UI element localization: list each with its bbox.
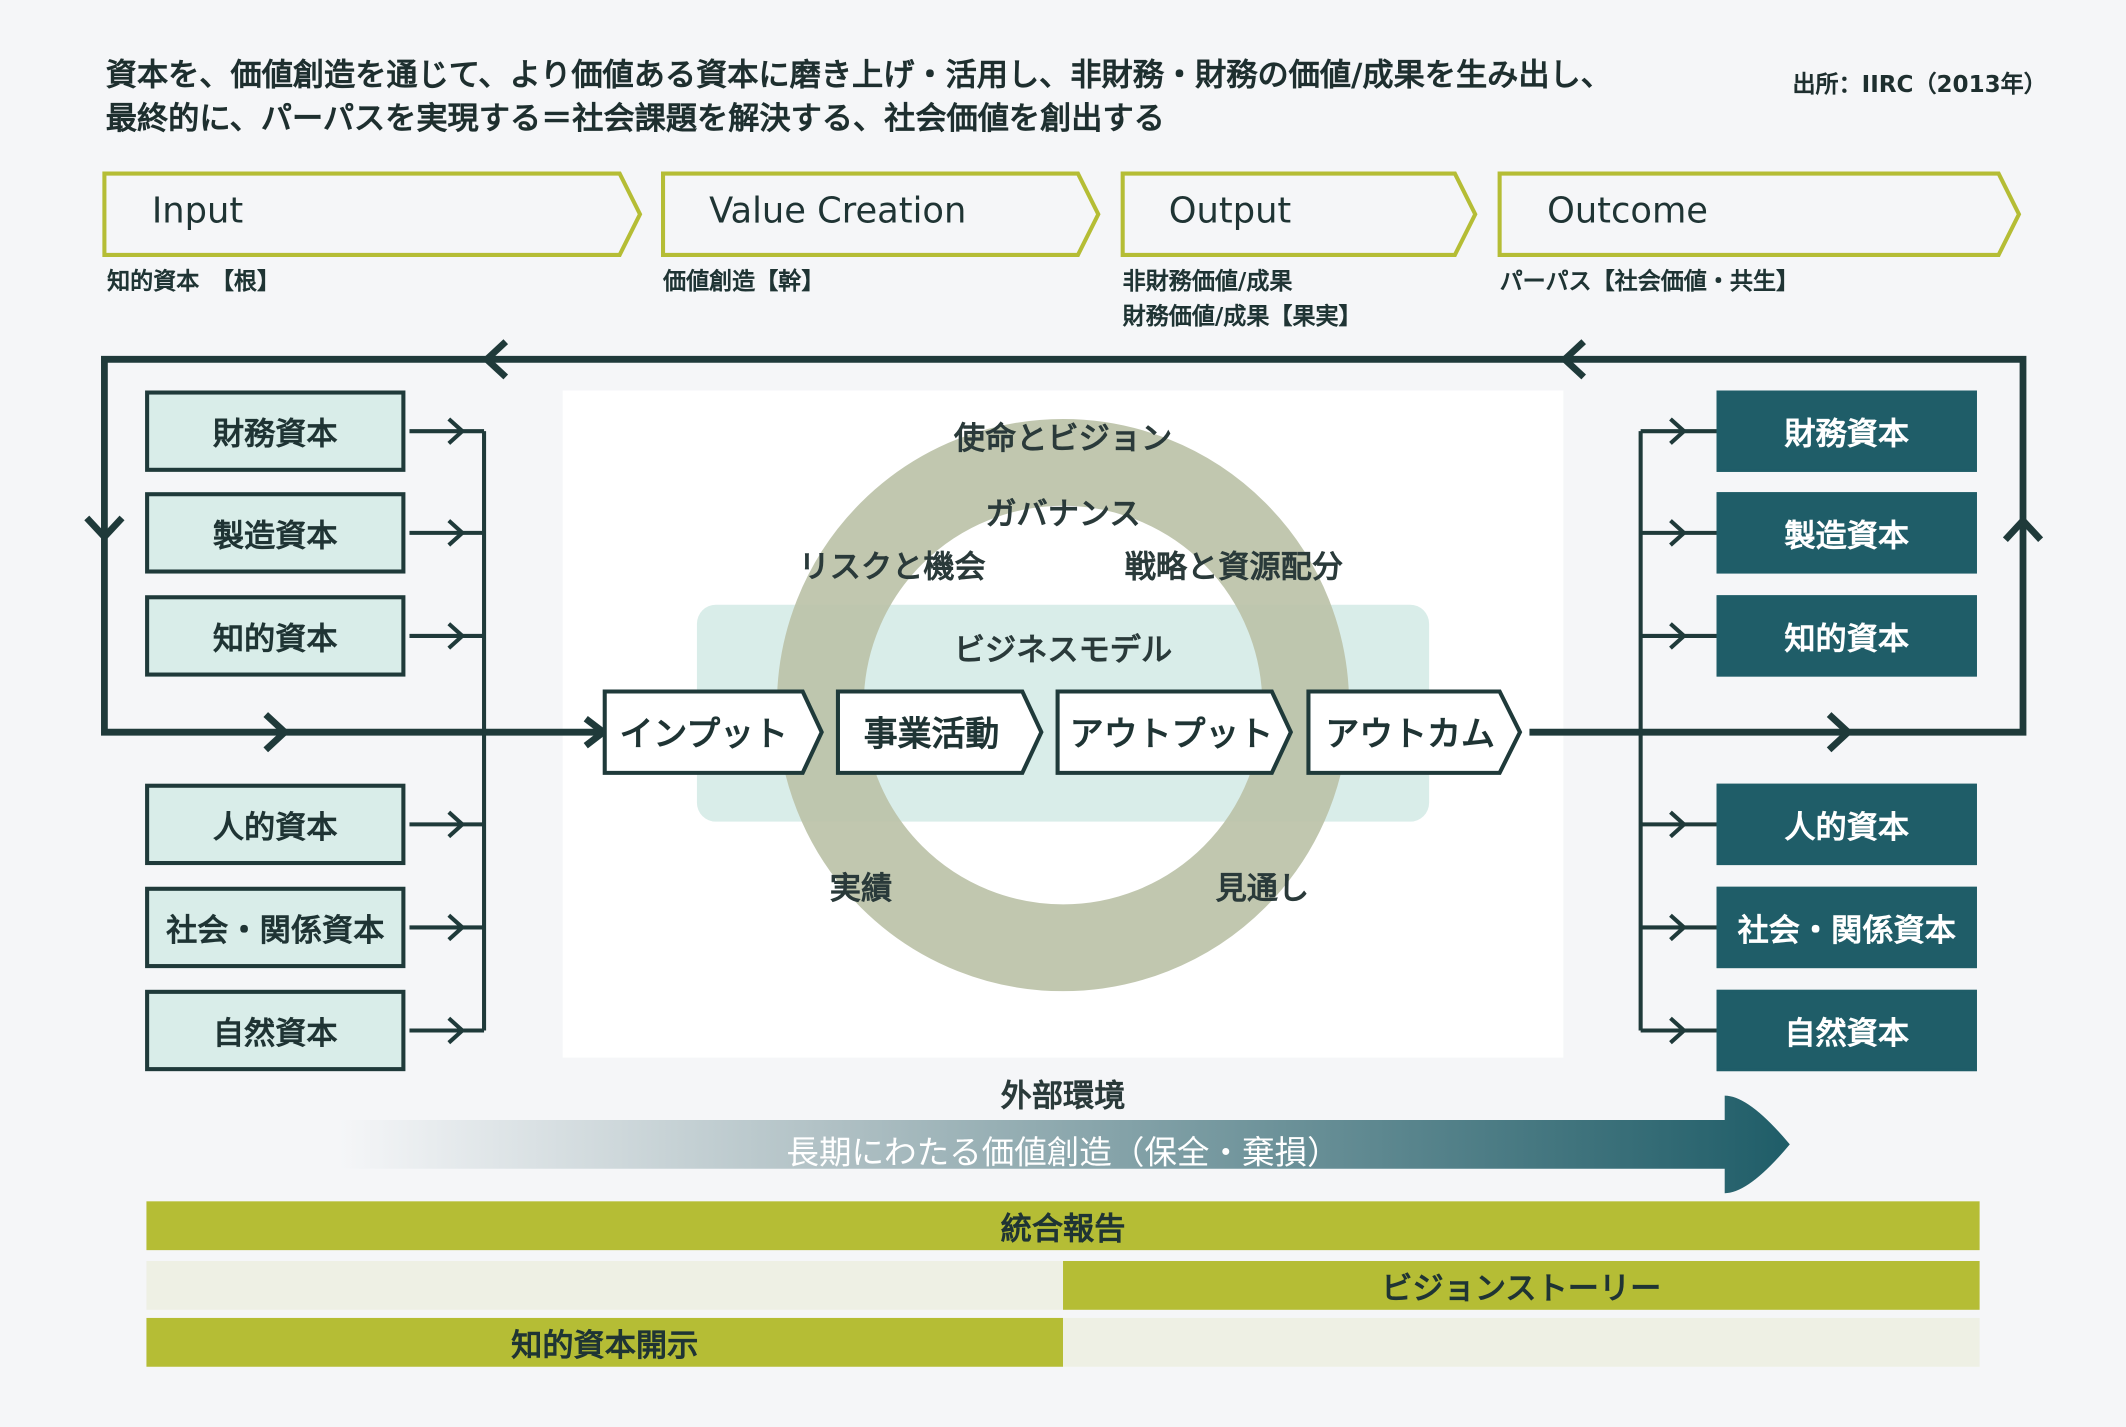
- band-empty-left: [146, 1260, 1064, 1310]
- loop-arrow-bottom-right: [1826, 712, 1854, 753]
- input-capital-manufactured: 製造資本: [145, 492, 406, 574]
- input-capital-intellectual: 知的資本: [145, 595, 406, 677]
- headline: 資本を、価値創造を通じて、より価値ある資本に磨き上げ・活用し、非財務・財務の価値…: [106, 54, 1612, 141]
- phase-chevron-value-creation: [661, 171, 1101, 257]
- label-strategy: 戦略と資源配分: [1124, 550, 1344, 586]
- label-governance: ガバナンス: [985, 497, 1141, 533]
- phase-chevron-outcome: [1497, 171, 2022, 257]
- governance-ring: [776, 418, 1350, 992]
- loop-arrow-top-right: [1559, 339, 1586, 380]
- label-performance: 実績: [829, 871, 893, 908]
- phase-label-output: Output: [1168, 191, 1292, 232]
- flow-chevron-outcome: [1306, 689, 1523, 775]
- flow-chevron-input: [602, 689, 824, 775]
- phase-sub-output-1: 非財務価値/成果: [1122, 268, 1293, 296]
- loop-arrow-bottom-left: [263, 712, 290, 753]
- headline-line-2: 最終的に、パーパスを実現する＝社会課題を解決する、社会価値を創出する: [105, 101, 1165, 137]
- feedback-loop: [101, 355, 2027, 736]
- output-capital-manufactured: 製造資本: [1716, 492, 1977, 574]
- label-mission-vision: 使命とビジョン: [953, 421, 1173, 457]
- phase-sub-value-creation: 価値創造【幹】: [663, 268, 825, 296]
- loop-arrow-left-down: [84, 515, 125, 542]
- phase-chevron-output: [1120, 171, 1478, 257]
- input-capital-natural: 自然資本: [145, 989, 406, 1072]
- output-capital-natural: 自然資本: [1716, 989, 1977, 1072]
- phase-sub-outcome: パーパス【社会価値・共生】: [1499, 268, 1800, 296]
- band-integrated-report: 統合報告: [146, 1201, 1980, 1251]
- phase-label-value-creation: Value Creation: [709, 191, 967, 232]
- label-risk-opportunity: リスクと機会: [798, 550, 986, 586]
- loop-arrow-right-up: [2002, 515, 2044, 542]
- input-capital-financial: 財務資本: [145, 390, 406, 472]
- phase-label-outcome: Outcome: [1547, 191, 1708, 232]
- output-capital-social: 社会・関係資本: [1716, 886, 1977, 969]
- label-business-model: ビジネスモデル: [953, 633, 1173, 669]
- label-external-environment: 外部環境: [1000, 1079, 1126, 1115]
- headline-line-1: 資本を、価値創造を通じて、より価値ある資本に磨き上げ・活用し、非財務・財務の価値…: [105, 58, 1612, 94]
- output-capital-human: 人的資本: [1716, 783, 1977, 866]
- flow-label-activity: 事業活動: [863, 714, 1000, 754]
- flow-label-output: アウトプット: [1069, 714, 1274, 754]
- phase-chevron-input: [102, 171, 643, 257]
- input-capital-social: 社会・関係資本: [145, 886, 406, 969]
- band-vision-story: ビジョンストーリー: [1063, 1260, 1980, 1310]
- band-ip-disclosure: 知的資本開示: [146, 1317, 1064, 1367]
- band-empty-right: [1063, 1317, 1980, 1367]
- label-long-term-value: 長期にわたる価値創造（保全・棄損）: [786, 1133, 1340, 1172]
- flow-chevron-activity: [835, 689, 1044, 775]
- input-capital-human: 人的資本: [145, 783, 406, 866]
- output-capital-intellectual: 知的資本: [1716, 595, 1977, 677]
- flow-label-input: インプット: [619, 714, 788, 754]
- source-note: 出所：IIRC（2013年）: [1792, 71, 2047, 99]
- output-capital-financial: 財務資本: [1716, 390, 1977, 472]
- flow-chevron-output: [1055, 689, 1294, 775]
- phase-label-input: Input: [151, 191, 244, 232]
- flow-label-outcome: アウトカム: [1325, 714, 1495, 754]
- loop-arrow-top-left: [481, 339, 509, 380]
- phase-sub-input: 知的資本 【根】: [107, 268, 280, 296]
- label-outlook: 見通し: [1215, 871, 1310, 908]
- phase-sub-output-2: 財務価値/成果【果実】: [1122, 303, 1362, 331]
